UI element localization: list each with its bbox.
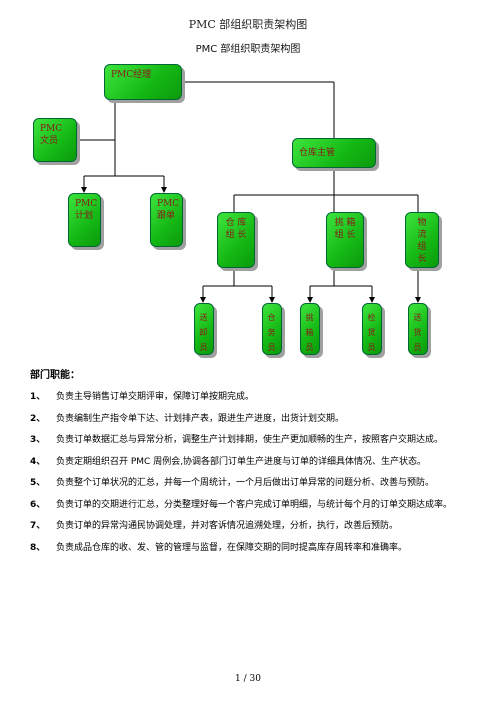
duty-number: 3、 — [30, 435, 46, 445]
duty-item: 1、负责主导销售订单交期评审，保障订单按期完成。 — [30, 389, 482, 407]
duty-number: 8、 — [30, 542, 46, 553]
node-warehouse-team-leader: 仓 库 组 长 — [217, 212, 255, 268]
duty-text: 负责定期组织召开 PMC 周例会,协调各部门订单生产进度与订单的详细具体情况、生… — [56, 456, 427, 467]
duty-text: 负责主导销售订单交期评审，保障订单按期完成。 — [56, 392, 255, 402]
duty-list: 1、负责主导销售订单交期评审，保障订单按期完成。 2、负责编制生产指令单下达、计… — [30, 389, 482, 561]
node-warehouse-supervisor-label: 仓库主管 — [299, 148, 336, 158]
duty-text: 负责成品仓库的收、发、管的管理与监督，在保障交期的同时提高库存周转率和准确率。 — [56, 542, 408, 553]
duty-number: 7、 — [30, 521, 46, 531]
node-picker: 挑 箱 员 — [300, 303, 320, 355]
duty-text: 负责整个订单状况的汇总，并每一个周统计，一个月后做出订单异常的问题分析、改善与预… — [56, 478, 435, 488]
document-title: PMC 部组织职责架构图 — [195, 44, 301, 55]
duty-item: 5、负责整个订单状况的汇总，并每一个周统计，一个月后做出订单异常的问题分析、改善… — [30, 475, 482, 493]
duty-text: 负责订单的异常沟通民协调处理，并对客诉情况追溯处理，分析，执行，改善后预防。 — [56, 521, 399, 531]
node-pmc-manager: PMC经理 — [104, 64, 182, 100]
duty-number: 2、 — [30, 413, 46, 424]
duty-item: 8、负责成品仓库的收、发、管的管理与监督，在保障交期的同时提高库存周转率和准确率… — [30, 540, 482, 558]
node-pmc-clerk: PMC 文员 — [33, 118, 77, 162]
duty-number: 5、 — [30, 478, 46, 488]
duty-text: 负责编制生产指令单下达、计划排产表，跟进生产进度，出货计划交期。 — [56, 413, 345, 424]
duty-item: 7、负责订单的异常沟通民协调处理，并对客诉情况追溯处理，分析，执行，改善后预防。 — [30, 518, 482, 536]
node-screening-team-leader: 挑 箱 组 长 — [326, 212, 364, 268]
duty-number: 6、 — [30, 499, 46, 510]
node-inspector: 检 货 员 — [362, 303, 382, 355]
duty-item: 2、负责编制生产指令单下达、计划排产表，跟进生产进度，出货计划交期。 — [30, 411, 482, 429]
duty-text: 负责订单数据汇总与异常分析，调整生产计划排期，使生产更加顺畅的生产，按照客户交期… — [56, 435, 444, 445]
node-warehouse-keeper: 仓 务 员 — [262, 303, 282, 355]
page-number: 1 / 30 — [235, 674, 261, 684]
node-pmc-followup: PMC 跟单 — [150, 193, 183, 247]
page-header: PMC 部组织职责架构图 — [188, 18, 308, 31]
node-logistics-team-leader: 物 流 组 长 — [405, 212, 439, 268]
duty-number: 4、 — [30, 456, 46, 467]
duty-item: 6、负责订单的交期进行汇总，分类整理好每一个客户完成订单明细，与统计每个月的订单… — [30, 497, 482, 515]
node-receiver: 送 卸 员 — [194, 303, 214, 355]
duty-number: 1、 — [30, 392, 46, 402]
duty-item: 4、负责定期组织召开 PMC 周例会,协调各部门订单生产进度与订单的详细具体情况… — [30, 454, 482, 472]
node-warehouse-supervisor: 仓库主管 — [292, 138, 376, 168]
section-heading: 部门职能： — [30, 370, 80, 381]
node-pmc-manager-label: PMC经理 — [111, 70, 152, 80]
node-pmc-planning: PMC 计划 — [68, 193, 101, 247]
node-delivery: 送 货 员 — [408, 303, 428, 355]
duty-item: 3、负责订单数据汇总与异常分析，调整生产计划排期，使生产更加顺畅的生产，按照客户… — [30, 432, 482, 450]
duty-text: 负责订单的交期进行汇总，分类整理好每一个客户完成订单明细，与统计每个月的订单交期… — [56, 499, 453, 510]
